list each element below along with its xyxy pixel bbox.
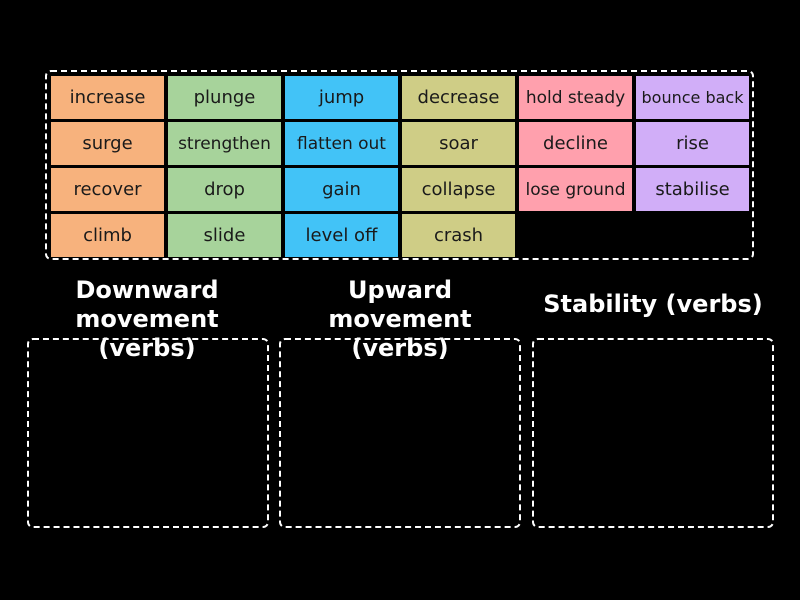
category-title-upward: Upward movement (verbs) [280,276,520,363]
tile-soar[interactable]: soar [402,122,515,165]
tile-crash[interactable]: crash [402,214,515,257]
category-title-stability: Stability (verbs) [533,290,773,319]
tile-rise[interactable]: rise [636,122,749,165]
drop-zone-upward[interactable] [279,338,521,528]
tile-strengthen[interactable]: strengthen [168,122,281,165]
category-title-line: movement (verbs) [328,305,472,362]
tile-decrease[interactable]: decrease [402,76,515,119]
tile-collapse[interactable]: collapse [402,168,515,211]
tile-flatten-out[interactable]: flatten out [285,122,398,165]
tile-lose-ground[interactable]: lose ground [519,168,632,211]
tile-stabilise[interactable]: stabilise [636,168,749,211]
tile-climb[interactable]: climb [51,214,164,257]
tile-recover[interactable]: recover [51,168,164,211]
tile-jump[interactable]: jump [285,76,398,119]
tile-bounce-back[interactable]: bounce back [636,76,749,119]
tile-decline[interactable]: decline [519,122,632,165]
category-title-line: Downward [75,276,219,304]
drop-zone-stability[interactable] [532,338,774,528]
tile-slide[interactable]: slide [168,214,281,257]
tile-plunge[interactable]: plunge [168,76,281,119]
drop-zone-downward[interactable] [27,338,269,528]
category-title-line: Stability (verbs) [543,290,763,318]
tile-pool: increase plunge jump decrease hold stead… [45,70,754,260]
tile-surge[interactable]: surge [51,122,164,165]
tile-gain[interactable]: gain [285,168,398,211]
category-title-line: Upward [347,276,453,304]
tile-level-off[interactable]: level off [285,214,398,257]
tile-hold-steady[interactable]: hold steady [519,76,632,119]
tile-increase[interactable]: increase [51,76,164,119]
tile-drop[interactable]: drop [168,168,281,211]
